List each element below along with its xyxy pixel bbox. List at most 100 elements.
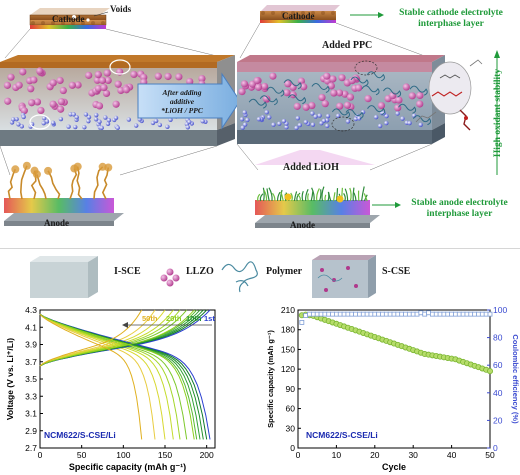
legend-scse: S-CSE bbox=[382, 266, 411, 277]
interphase-fiber bbox=[263, 189, 268, 202]
li-ion-particle bbox=[271, 122, 276, 127]
efficiency-point bbox=[299, 320, 305, 325]
li-ion-particle bbox=[256, 116, 262, 122]
polymer-chain bbox=[398, 103, 417, 114]
polymer-chain bbox=[350, 76, 369, 87]
x-tick-label: 0 bbox=[38, 450, 43, 460]
li-ion-particle bbox=[303, 119, 309, 125]
series-label: 1st bbox=[204, 314, 215, 323]
llzo-particle bbox=[7, 73, 15, 81]
llzo-particle bbox=[395, 96, 403, 104]
legend-llzo: LLZO bbox=[186, 266, 214, 277]
li-ion-particle bbox=[93, 117, 99, 122]
y-tick-label: 60 bbox=[286, 404, 296, 414]
li-ion-particle bbox=[74, 115, 79, 120]
y2-tick-label: 60 bbox=[493, 360, 503, 370]
interphase-fiber bbox=[296, 192, 301, 202]
llzo-particle bbox=[94, 71, 102, 79]
interphase-fiber bbox=[266, 188, 270, 202]
y-tick-label: 3.5 bbox=[25, 374, 37, 384]
li-ion-particle bbox=[384, 120, 389, 126]
li-ion-particle bbox=[245, 117, 250, 123]
lioh-marker bbox=[331, 116, 355, 132]
llzo-particle bbox=[98, 76, 107, 85]
interphase-fiber bbox=[328, 192, 332, 202]
efficiency-point bbox=[353, 311, 358, 317]
llzo-particle bbox=[186, 77, 194, 86]
polymer-chain bbox=[383, 87, 402, 98]
y-tick-label: 180 bbox=[281, 325, 295, 335]
dendrite-tip bbox=[104, 163, 113, 172]
dendrite-tip bbox=[44, 166, 53, 175]
dendrite bbox=[101, 167, 110, 200]
efficiency-point bbox=[487, 311, 493, 317]
interphase-fiber bbox=[304, 188, 309, 202]
lioh-particle bbox=[284, 193, 292, 201]
efficiency-point bbox=[337, 311, 343, 317]
efficiency-point bbox=[360, 311, 366, 317]
efficiency-point bbox=[318, 311, 324, 317]
li-ion-particle bbox=[335, 113, 341, 119]
li-ion-particle bbox=[319, 121, 324, 126]
efficiency-point bbox=[387, 311, 393, 317]
chart-annotation: NCM622/S-CSE/Li bbox=[306, 430, 378, 440]
li-ion-particle bbox=[86, 114, 92, 120]
interphase-fiber bbox=[319, 189, 322, 202]
llzo-particle bbox=[416, 100, 424, 108]
anode-callout-arrow bbox=[372, 202, 401, 208]
dendrite bbox=[7, 168, 17, 200]
arrow-text: After adding additive *LiOH / PPC bbox=[142, 88, 222, 115]
llzo-particle bbox=[364, 95, 372, 103]
y-tick-label: 30 bbox=[286, 423, 296, 433]
ppc-marker bbox=[354, 60, 378, 76]
chart-annotation: NCM622/S-CSE/Li bbox=[44, 430, 116, 440]
llzo-particle bbox=[262, 95, 270, 103]
li-ion-particle bbox=[19, 124, 25, 129]
x-tick-label: 150 bbox=[158, 450, 172, 460]
efficiency-point bbox=[453, 311, 458, 317]
li-ion-particle bbox=[97, 119, 102, 124]
efficiency-point bbox=[357, 311, 362, 317]
li-ion-particle bbox=[58, 116, 64, 122]
left-anode-block bbox=[4, 198, 124, 226]
li-ion-particle bbox=[73, 124, 78, 130]
polymer-chain bbox=[287, 94, 306, 105]
polymer-chain bbox=[266, 86, 285, 97]
polymer-chains bbox=[248, 71, 432, 126]
li-ion-particle bbox=[239, 117, 245, 122]
llzo-particle bbox=[59, 86, 67, 95]
arrow-text-line1: After adding bbox=[162, 88, 202, 97]
interphase-fiber bbox=[353, 192, 357, 202]
interphase-fiber bbox=[307, 193, 310, 202]
li-ion-particle bbox=[313, 114, 318, 119]
efficiency-point bbox=[456, 311, 462, 317]
li-ion-particle bbox=[134, 123, 139, 128]
llzo-particle bbox=[104, 76, 112, 85]
llzo-particle bbox=[164, 72, 172, 81]
efficiency-point bbox=[322, 311, 328, 317]
efficiency-point bbox=[380, 311, 385, 317]
efficiency-point bbox=[314, 311, 320, 317]
dendrite-tip bbox=[73, 162, 82, 171]
schematic bbox=[0, 5, 500, 228]
li-ion-particle bbox=[317, 113, 322, 118]
interphase-fiber bbox=[297, 193, 301, 202]
li-ion-particle bbox=[294, 125, 299, 131]
polymer-chain bbox=[366, 71, 385, 82]
efficiency-point bbox=[445, 311, 451, 317]
cycle-discharge-curve bbox=[39, 313, 166, 440]
dendrite bbox=[76, 166, 83, 200]
efficiency-point bbox=[364, 311, 370, 317]
li-ion-particle bbox=[126, 117, 132, 122]
x-tick-label: 0 bbox=[296, 450, 301, 460]
added-lioh-label: Added LiOH bbox=[283, 162, 339, 173]
polymer-chain bbox=[283, 79, 302, 90]
void-marker bbox=[29, 114, 51, 130]
interphase-fiber bbox=[344, 188, 349, 202]
right-cathode-label: Cathode bbox=[282, 11, 315, 21]
llzo-particle bbox=[269, 72, 277, 80]
efficiency-point bbox=[449, 311, 455, 317]
x-tick-label: 50 bbox=[77, 450, 87, 460]
llzo-particle bbox=[154, 72, 162, 80]
x-tick-label: 100 bbox=[116, 450, 130, 460]
